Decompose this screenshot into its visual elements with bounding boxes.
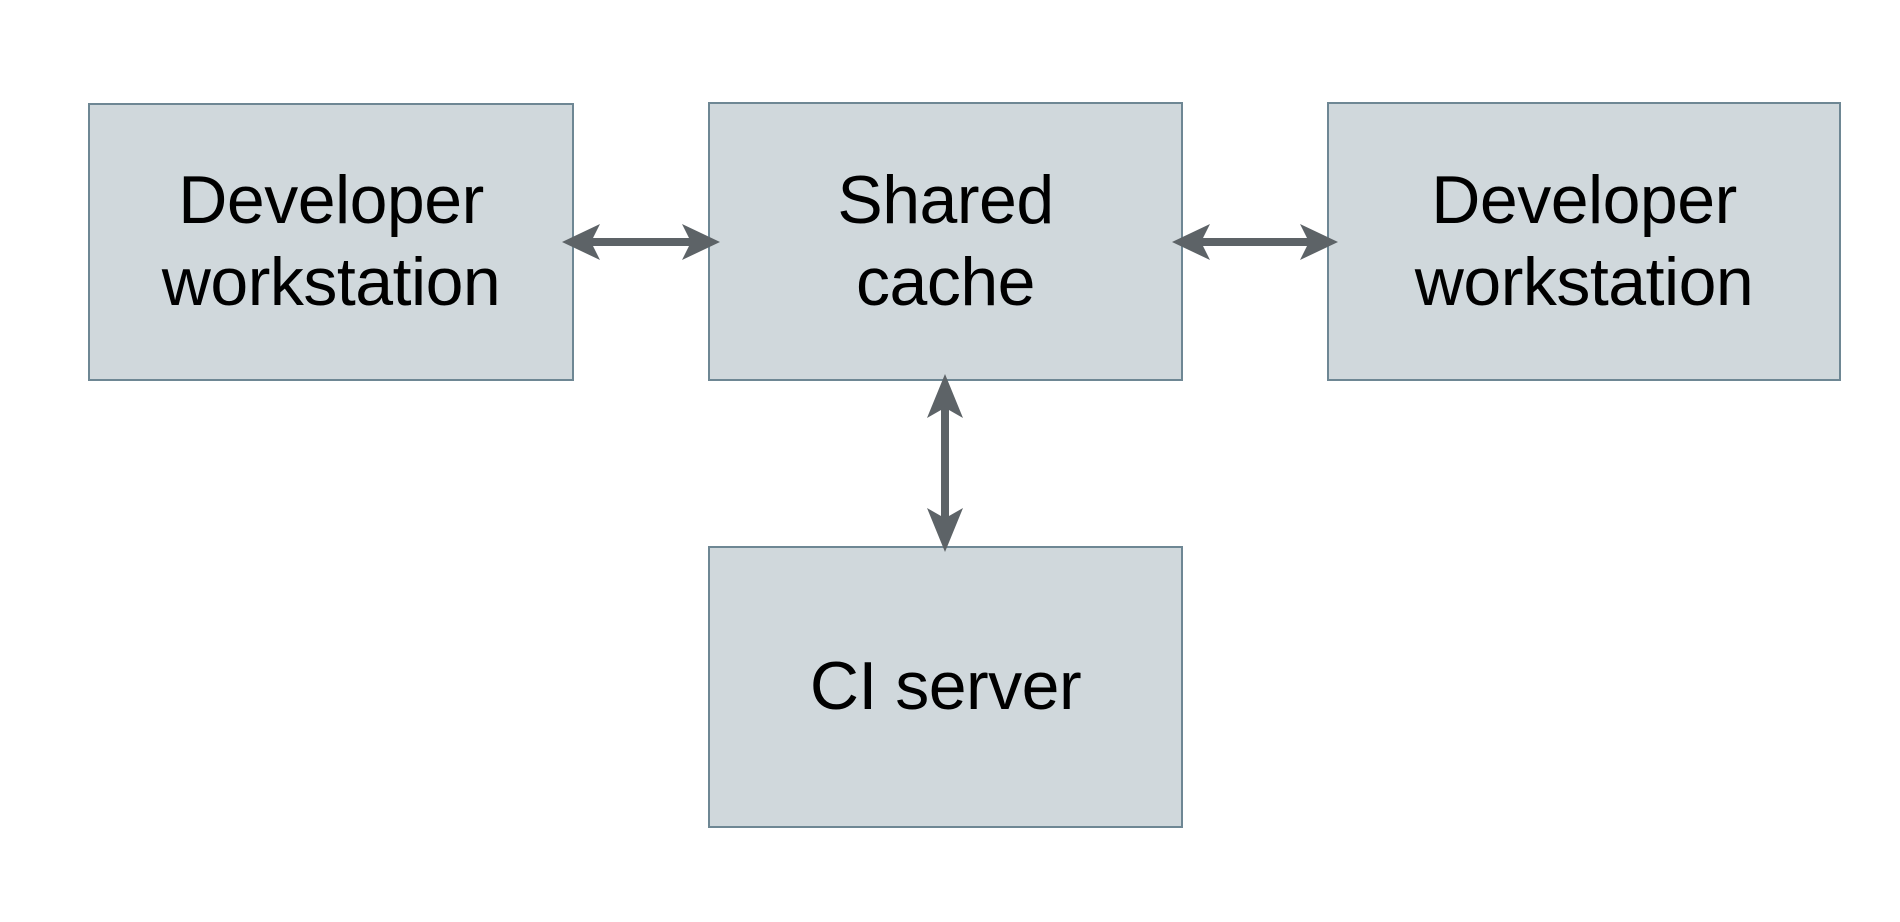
connector-shared-cache-to-developer-workstation-right: [1170, 205, 1340, 279]
node-label-ci-server: CI server: [809, 648, 1082, 725]
node-label-shared-cache: Shared cache: [837, 161, 1054, 320]
double-headed-arrow-horizontal-icon: [562, 224, 720, 260]
node-developer-workstation-left[interactable]: Developer workstation: [88, 103, 574, 381]
node-label-developer-workstation-left: Developer workstation: [161, 162, 501, 320]
connector-developer-workstation-left-to-shared-cache: [560, 205, 722, 279]
node-ci-server[interactable]: CI server: [708, 546, 1183, 828]
double-headed-arrow-horizontal-icon: [1172, 224, 1338, 260]
node-label-developer-workstation-right: Developer workstation: [1414, 161, 1754, 320]
node-shared-cache[interactable]: Shared cache: [708, 102, 1183, 381]
node-developer-workstation-right[interactable]: Developer workstation: [1327, 102, 1841, 381]
double-headed-arrow-vertical-icon: [927, 374, 963, 552]
connector-shared-cache-to-ci-server: [908, 372, 982, 554]
